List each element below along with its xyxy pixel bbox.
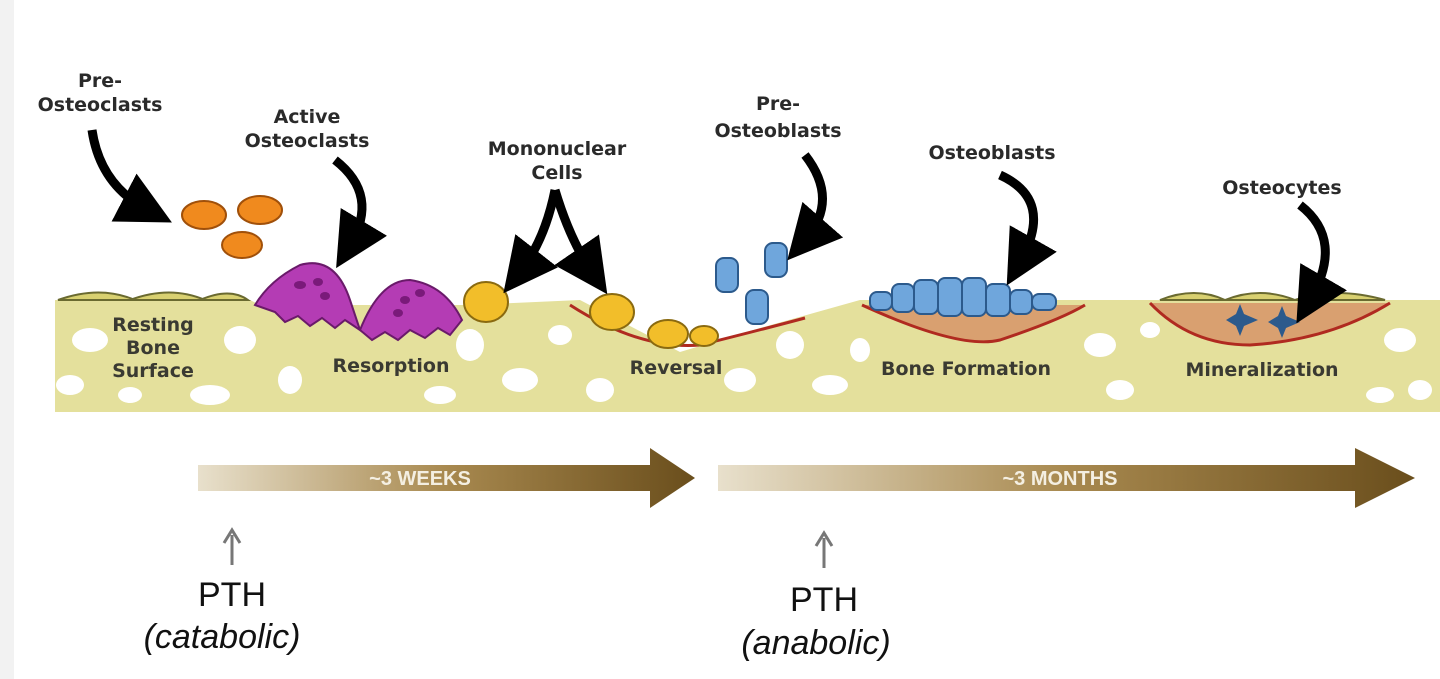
- pre-osteoblast-cells: [715, 242, 788, 325]
- pth-anabolic-marker: PTH (anabolic): [741, 530, 891, 662]
- pth-anabolic-mode: (anabolic): [741, 624, 890, 662]
- pth-catabolic-marker: PTH (catabolic): [144, 527, 301, 656]
- label-pre-osteoblasts: Pre-Osteoblasts: [714, 93, 841, 142]
- up-arrow-icon: [814, 530, 834, 568]
- label-osteoblasts: Osteoblasts: [928, 142, 1055, 164]
- stage-reversal: Reversal: [630, 357, 723, 379]
- mononuclear-cells: [463, 281, 719, 349]
- stage-mineralization: Mineralization: [1185, 359, 1338, 381]
- pth-anabolic-name: PTH: [790, 581, 858, 619]
- pointer-arrows: [87, 129, 1347, 324]
- page-edge: [0, 0, 14, 679]
- osteoblast-cells: [869, 277, 1057, 317]
- stage-resorption: Resorption: [332, 355, 449, 377]
- up-arrow-icon: [222, 527, 242, 565]
- pre-osteoclast-cells: [181, 195, 283, 259]
- timeline-weeks-label: ~3 WEEKS: [369, 468, 471, 490]
- lining-cells: [57, 291, 1386, 301]
- label-osteocytes: Osteocytes: [1222, 177, 1341, 199]
- pth-catabolic-mode: (catabolic): [144, 618, 301, 656]
- stage-bone-formation: Bone Formation: [881, 358, 1051, 380]
- timeline-months-label: ~3 MONTHS: [1002, 468, 1117, 490]
- osteocyte-cells: [1226, 304, 1300, 338]
- timeline-arrow-months: ~3 MONTHS: [718, 448, 1415, 508]
- active-osteoclast-cells: [253, 262, 464, 342]
- label-pre-osteoclasts: Pre-Osteoclasts: [38, 70, 163, 116]
- timeline-arrow-weeks: ~3 WEEKS: [198, 448, 695, 508]
- pth-catabolic-name: PTH: [198, 576, 266, 614]
